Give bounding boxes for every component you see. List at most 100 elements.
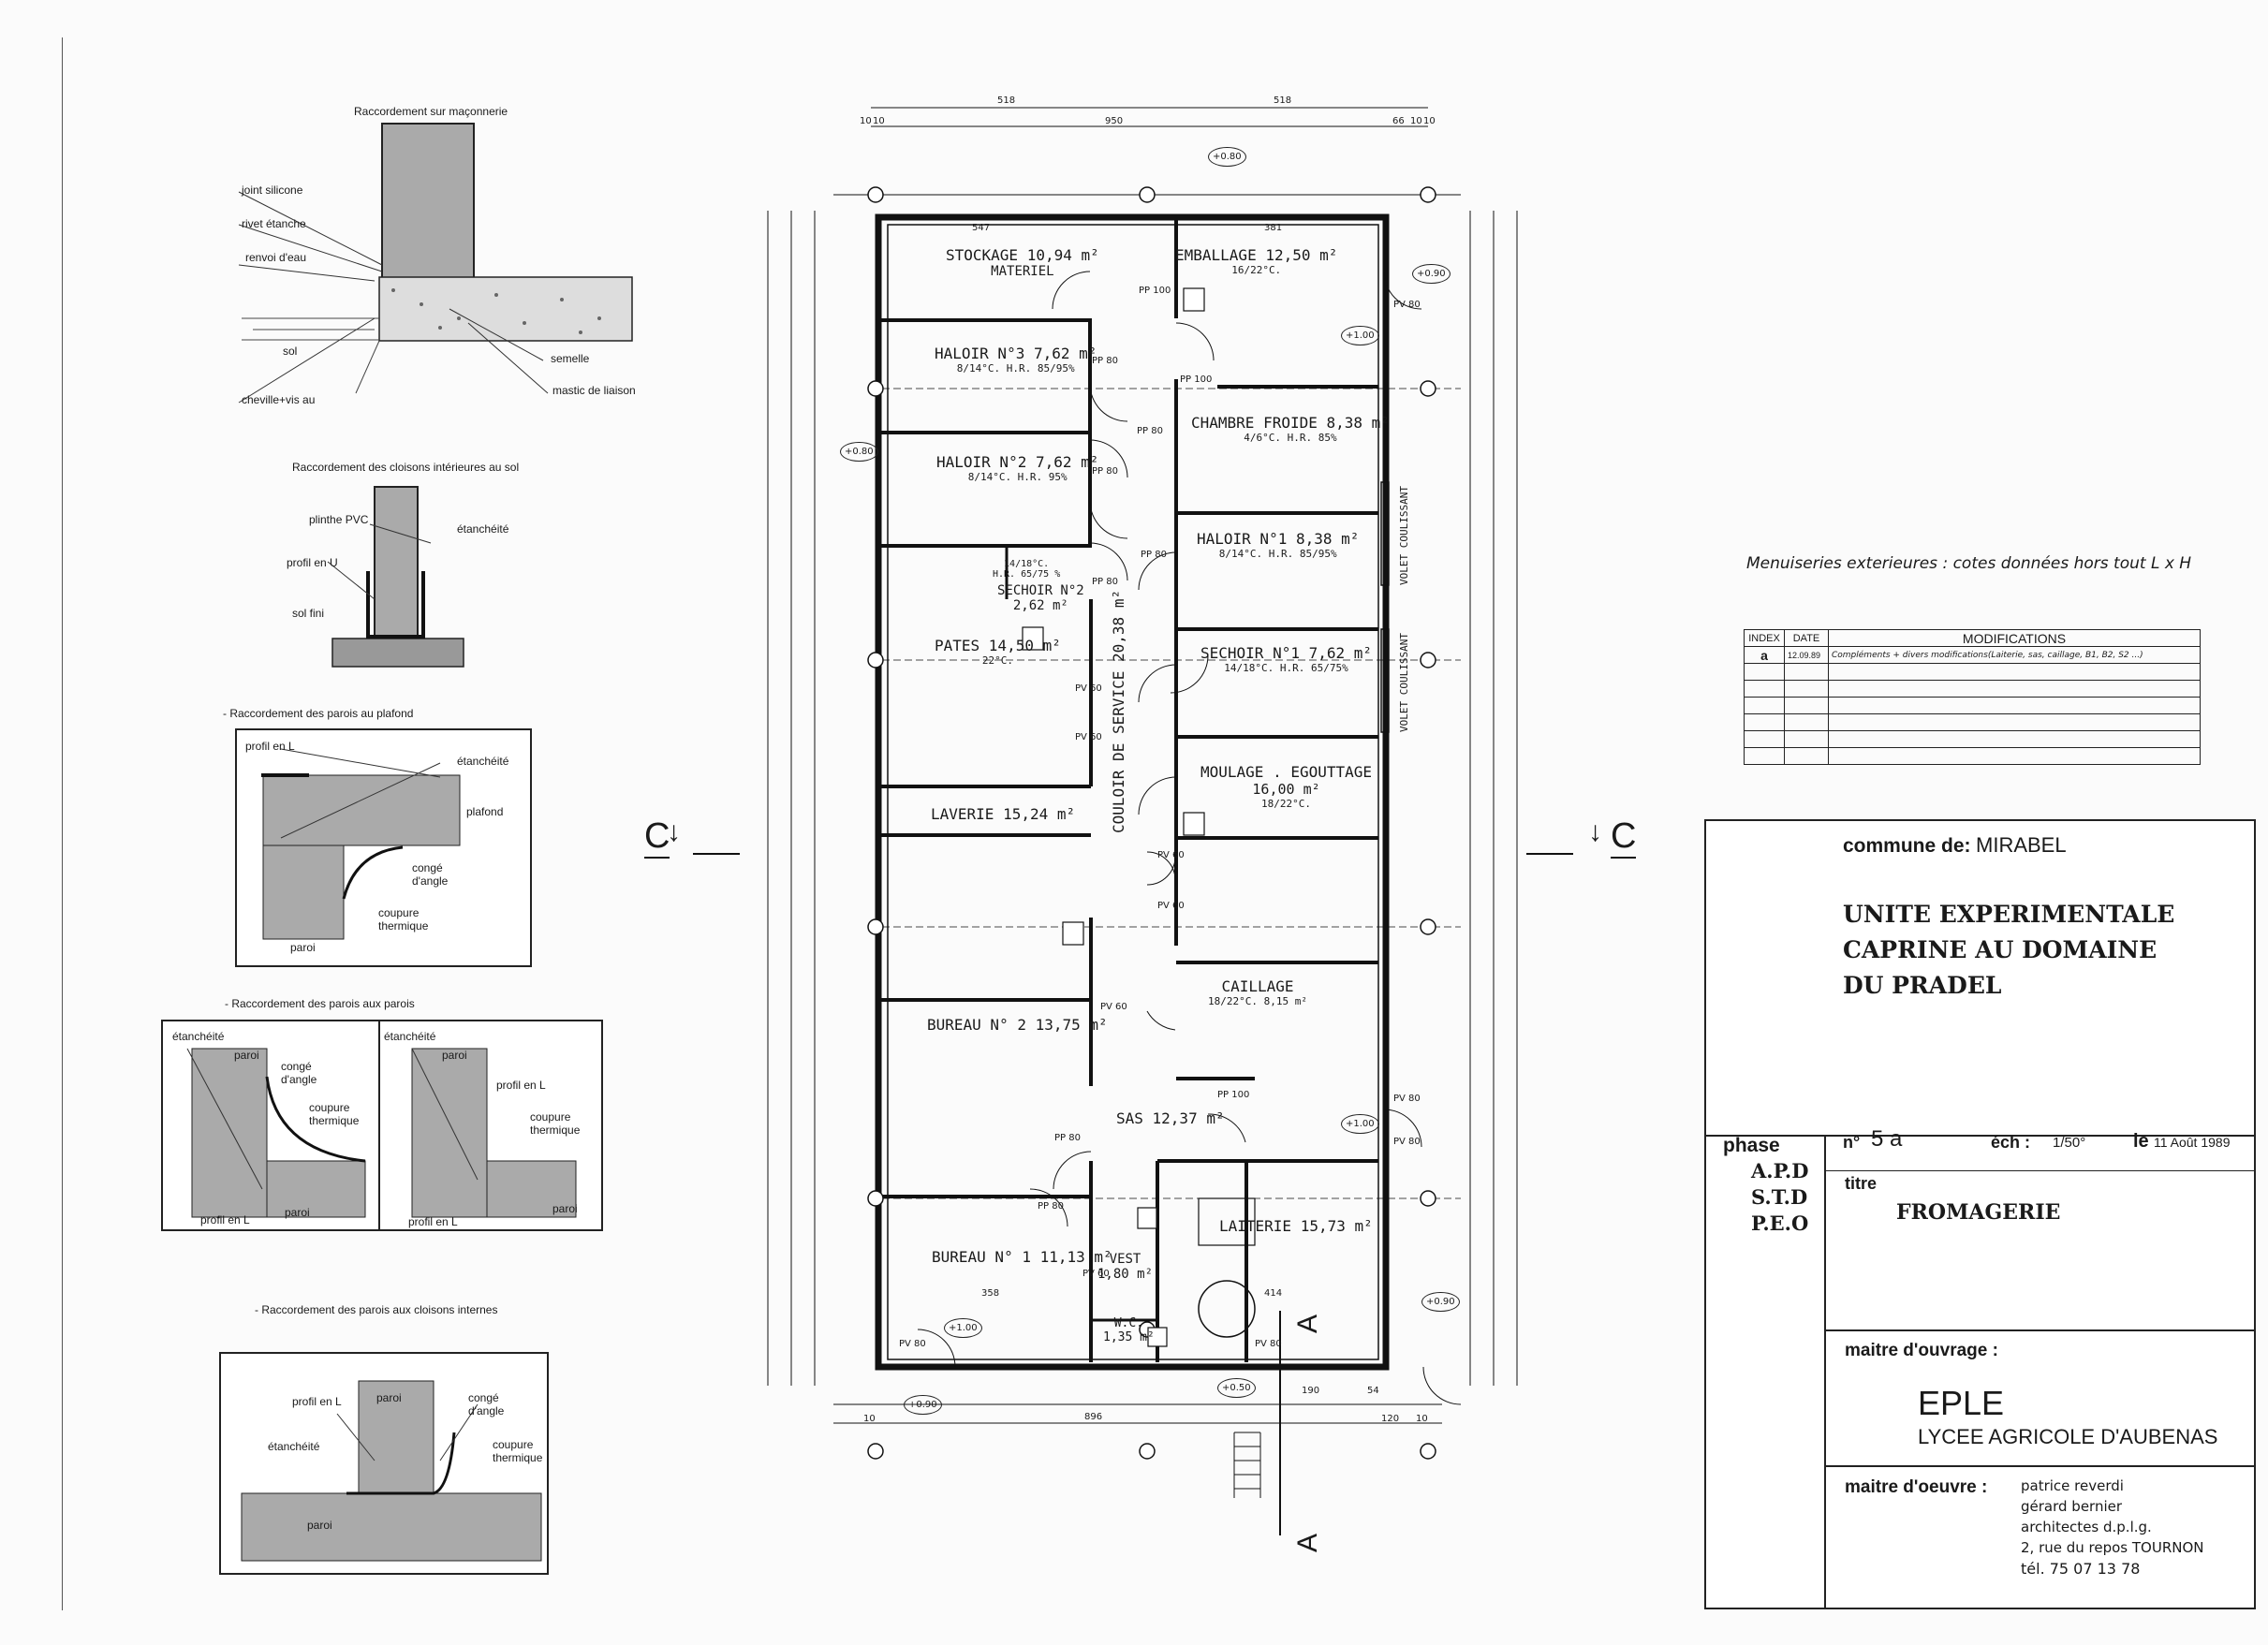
details-drawings — [161, 123, 633, 1575]
detail-interior-label-1: étanchéité — [457, 522, 509, 536]
dim-bottom-6: 358 — [981, 1288, 1000, 1299]
detail-internal-title: - Raccordement des parois aux cloisons i… — [255, 1303, 498, 1316]
door-label-13: PP 80 — [1054, 1133, 1081, 1143]
phase-label: phase — [1723, 1135, 1780, 1156]
door-label-11: PV 60 — [1157, 901, 1185, 911]
detail-masonry-label-6: mastic de liaison — [552, 384, 636, 397]
level-0: +0.80 — [1208, 147, 1246, 167]
detail-ceiling-label-2: plafond — [466, 805, 504, 818]
titre-value: FROMAGERIE — [1896, 1200, 2061, 1225]
detail-ceiling-label-3: congé d'angle — [412, 861, 449, 888]
phase-peo: P.E.O — [1751, 1212, 1809, 1235]
room-bureau-1: BUREAU N° 1 11,13 m² — [932, 1248, 1112, 1266]
room-wc: W.C.1,35 m² — [1103, 1316, 1155, 1344]
detail-walls-right-5: paroi — [552, 1202, 578, 1215]
maitre-ouvrage-label: maitre d'ouvrage : — [1845, 1341, 1998, 1360]
title-block — [1704, 819, 2256, 1609]
room-sas: SAS 12,37 m² — [1116, 1109, 1225, 1127]
dim-top-2: 950 — [1105, 116, 1124, 126]
door-label-15: PV 80 — [1393, 1094, 1421, 1104]
detail-internal-label-5: paroi — [307, 1519, 332, 1532]
detail-masonry-label-1: rivet étanche — [242, 217, 306, 230]
door-label-17: PV 60 — [1082, 1269, 1110, 1279]
commune-label: commune de: — [1843, 835, 1971, 857]
detail-masonry-title: Raccordement sur maçonnerie — [354, 105, 508, 118]
architect-line-4: 2, rue du repos TOURNON — [2021, 1539, 2204, 1556]
scale-value: 1/50° — [2053, 1135, 2086, 1151]
dim-bottom-0: 896 — [1084, 1412, 1103, 1422]
dim-bottom-1: 190 — [1302, 1386, 1320, 1396]
detail-ceiling-title: - Raccordement des parois au plafond — [223, 707, 414, 720]
detail-walls-right-2: profil en L — [496, 1079, 546, 1092]
detail-masonry-label-4: cheville+vis au — [242, 393, 316, 406]
table-row: a 12.09.89 Compléments + divers modifica… — [1744, 646, 2201, 664]
detail-internal-label-1: paroi — [376, 1391, 402, 1404]
detail-masonry-label-3: sol — [283, 345, 298, 358]
detail-internal-label-0: profil en L — [292, 1395, 342, 1408]
dim-bottom-7: 414 — [1264, 1288, 1283, 1299]
detail-internal-label-2: congé d'angle — [468, 1391, 505, 1417]
door-label-8: PV 60 — [1075, 683, 1102, 694]
floor-plan — [693, 107, 1573, 1535]
level-1: +0.90 — [1412, 264, 1451, 284]
door-label-2: PP 80 — [1092, 356, 1118, 366]
dim-inner-1: 381 — [1264, 223, 1283, 233]
maitre-oeuvre-label: maitre d'oeuvre : — [1845, 1477, 1988, 1497]
door-label-19: PP 80 — [1038, 1201, 1064, 1212]
left-margin-line — [62, 37, 63, 1610]
titre-label: titre — [1845, 1174, 1878, 1193]
dim-bottom-4: 10 — [863, 1414, 876, 1424]
phase-std: S.T.D — [1751, 1185, 1808, 1209]
level-7: +0.90 — [904, 1395, 942, 1415]
dim-bottom-3: 120 — [1381, 1414, 1400, 1424]
detail-masonry-label-0: joint silicone — [242, 184, 303, 197]
owner-line-2: LYCEE AGRICOLE D'AUBENAS — [1918, 1425, 2218, 1448]
detail-walls-left-4: profil en L — [200, 1213, 250, 1226]
detail-walls-right-1: paroi — [442, 1049, 467, 1062]
dim-top-3: 66 — [1392, 116, 1405, 126]
section-arrow-left-icon: ↓ — [667, 816, 681, 847]
detail-walls-left-1: paroi — [234, 1049, 259, 1062]
date-value: 11 Août 1989 — [2154, 1135, 2231, 1150]
level-8: +0.50 — [1217, 1378, 1256, 1398]
detail-ceiling-label-0: profil en L — [245, 740, 295, 753]
detail-walls-left-3: coupure thermique — [309, 1101, 360, 1127]
level-3: +0.80 — [840, 442, 878, 462]
dim-bottom-2: 54 — [1367, 1386, 1379, 1396]
level-2: +1.00 — [1341, 326, 1379, 345]
door-label-3: PP 80 — [1137, 426, 1163, 436]
number-label: n° — [1843, 1133, 1861, 1152]
scale-label: éch : — [1991, 1133, 2031, 1152]
detail-ceiling-label-5: paroi — [290, 941, 316, 954]
dim-bottom-5: 10 — [1416, 1414, 1428, 1424]
detail-ceiling-label-4: coupure thermique — [378, 906, 429, 933]
detail-ceiling-label-1: étanchéité — [457, 755, 509, 768]
table-row — [1744, 713, 2201, 731]
detail-walls-left-5: paroi — [285, 1206, 310, 1219]
section-marker-right: C — [1611, 816, 1637, 859]
owner-line-1: EPLE — [1918, 1384, 2005, 1422]
detail-interior-label-0: plinthe PVC — [309, 513, 369, 526]
table-row — [1744, 680, 2201, 698]
door-label-20: PV 80 — [899, 1339, 926, 1349]
room-laverie: LAVERIE 15,24 m² — [931, 805, 1076, 823]
architect-line-1: patrice reverdi — [2021, 1477, 2124, 1494]
dim-top-0: 518 — [997, 95, 1016, 106]
index-header: INDEX — [1744, 629, 1785, 647]
menuiseries-note: Menuiseries exterieures : cotes données … — [1746, 554, 2192, 573]
door-label-12: PV 60 — [1100, 1002, 1127, 1012]
door-label-16: PV 80 — [1393, 1137, 1421, 1147]
project-title-line-1: UNITE EXPERIMENTALE — [1843, 901, 2175, 928]
detail-interior-label-3: sol fini — [292, 607, 325, 620]
table-row — [1744, 747, 2201, 765]
index-table: INDEX DATE MODIFICATIONS a 12.09.89 Comp… — [1744, 629, 2201, 765]
room-bureau-2: BUREAU N° 2 13,75 m² — [927, 1016, 1108, 1034]
level-5: +1.00 — [944, 1318, 982, 1338]
dim-inner-0: 547 — [972, 223, 991, 233]
